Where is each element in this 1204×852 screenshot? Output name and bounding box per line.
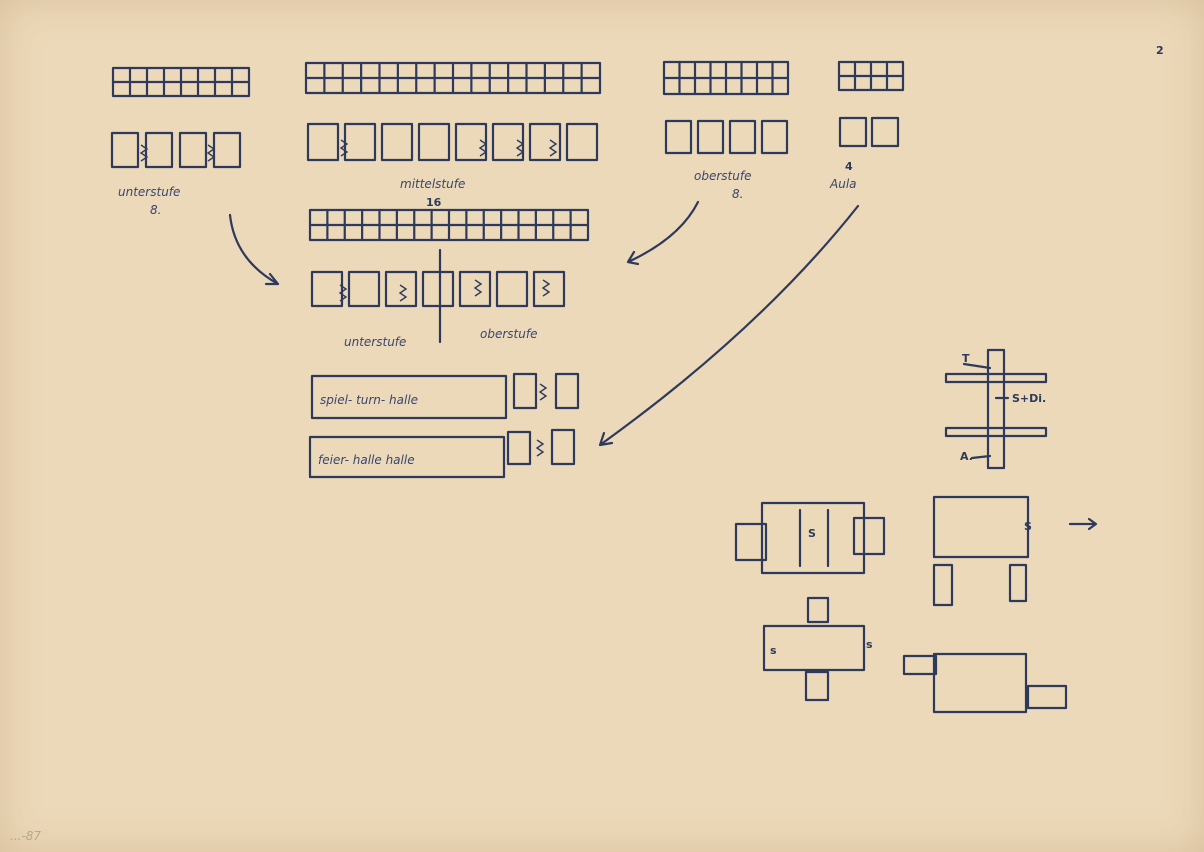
room [512,372,538,410]
stair-zigzag [139,144,149,162]
classroom [384,270,418,308]
stair-zigzag [478,139,488,157]
classroom [454,122,488,162]
plan-3-stair [804,670,830,702]
leader [970,454,992,460]
arrow-2 [626,200,700,266]
stair-zigzag [338,284,348,302]
classroom [421,270,455,308]
room [554,372,580,410]
classroom [664,119,693,155]
classroom [696,119,725,155]
label-oberstufe-count: 8. [732,187,743,201]
label-oberstufe: oberstufe [694,169,751,183]
plan-2-leg [932,563,954,607]
plan-1-wing [852,516,886,556]
stair-zigzag [515,139,525,157]
classroom [343,122,377,162]
classroom [532,270,566,308]
classroom [458,270,492,308]
label-aula: Aula [829,177,857,191]
classroom [306,122,340,162]
label-combined-left: unterstufe [344,335,406,349]
classroom [491,122,525,162]
classroom [728,119,757,155]
long-room-1 [310,374,508,420]
classroom [495,270,529,308]
plan-mark-4: s [866,638,873,651]
label-unterstufe-count: 8. [150,203,161,217]
section-label-middle: S+Di. [1012,392,1046,405]
label-unterstufe: unterstufe [118,185,180,199]
classroom [144,131,174,169]
floor-slab [944,426,1048,438]
plan-4-wing [1026,684,1068,710]
classroom [110,131,140,169]
stair-zigzag [339,139,349,157]
stair-zigzag [548,139,558,157]
plan-3-stair [806,596,830,624]
classroom [565,122,599,162]
classroom [178,131,208,169]
plan-3-hall [762,624,866,672]
archive-mark: ...-87 [10,829,41,843]
classroom [310,270,344,308]
label-mittelstufe-count: 16 [426,196,442,209]
room [506,430,532,466]
plan-1-hall [760,501,866,575]
classroom [528,122,562,162]
plan-1-wing [734,522,768,562]
stair-zigzag [538,383,548,401]
room [550,428,576,466]
plan-4-wing [902,654,938,676]
section-label-bottom: A. [960,450,973,463]
arrow-1 [228,213,280,286]
label-long-room-2: feier- halle halle [318,453,415,467]
plan-mark-2: S [1024,520,1032,533]
stair-zigzag [398,284,408,302]
floor-slab [944,372,1048,384]
plan-mark-3: s [770,644,777,657]
label-long-room-1: spiel- turn- halle [320,393,418,407]
classroom [212,131,242,169]
arrow-right [1068,517,1098,531]
plan-mark-1: S [808,527,816,540]
classroom [838,116,868,148]
classroom [417,122,451,162]
classroom [760,119,789,155]
label-mittelstufe: mittelstufe [400,177,465,191]
stair-zigzag [473,279,483,297]
plan-2-hall [932,495,1030,559]
plan-2-leg [1008,563,1028,603]
plan-4-hall [932,652,1028,714]
stair-zigzag [535,439,545,457]
page-number: 2 [1156,44,1164,57]
label-combined-right: oberstufe [480,327,537,341]
section-column [986,348,1006,470]
arrow-3 [598,204,860,447]
label-aula-count: 4 [845,160,853,173]
stair-zigzag [206,144,216,162]
classroom [870,116,900,148]
section-label-top: T [962,352,970,365]
classroom [347,270,381,308]
long-room-2 [308,435,506,479]
classroom [380,122,414,162]
leader [962,362,992,370]
stair-zigzag [541,279,551,297]
